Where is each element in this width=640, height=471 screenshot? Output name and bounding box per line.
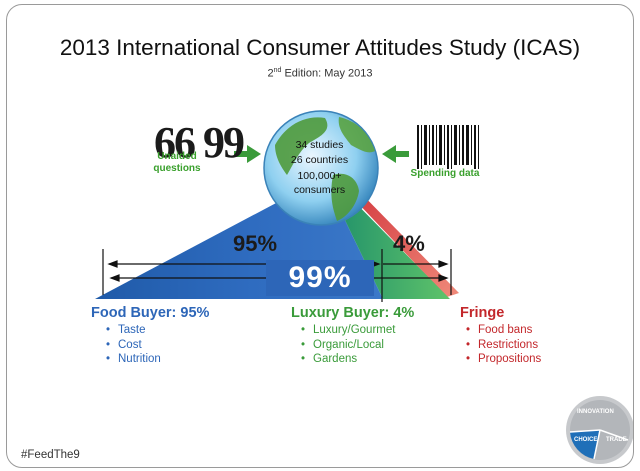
diagram-graphics (95, 110, 633, 464)
list-item: Restrictions (466, 338, 541, 353)
food-buyer-title: Food Buyer: 95% (91, 305, 210, 321)
arrow-right-icon (234, 145, 261, 163)
food-buyer-list: Taste Cost Nutrition (106, 323, 161, 367)
list-item: Food bans (466, 323, 541, 338)
globe-icon (263, 110, 379, 226)
footer-hashtag: #FeedThe9 (21, 449, 80, 461)
fringe-wedge (337, 181, 459, 297)
luxury-buyer-title: Luxury Buyer: 4% (291, 305, 415, 321)
barcode-icon (417, 125, 479, 169)
page-title: 2013 International Consumer Attitudes St… (59, 35, 581, 60)
luxury-buyer-wedge (328, 185, 450, 299)
globe-line-consumers: consumers (293, 184, 346, 196)
fringe-title: Fringe (460, 305, 505, 321)
badge-trade-label: TRADE (606, 437, 627, 443)
innovation-badge-graphic (566, 396, 633, 464)
luxury-percent: 4% (393, 231, 425, 256)
food-percent: 95% (233, 231, 278, 256)
list-item: Propositions (466, 352, 541, 367)
subtitle: 2nd Edition: May 2013 (267, 67, 373, 80)
badge-innovation-label: INNOVATION (577, 409, 614, 415)
luxury-buyer-list: Luxury/Gourmet Organic/Local Gardens (301, 323, 395, 367)
list-item: Taste (106, 323, 161, 338)
slide: 2013 International Consumer Attitudes St… (6, 4, 634, 468)
quote-marks-icon: 66 99 (154, 118, 245, 167)
badge-choice-label: CHOICE (574, 437, 598, 443)
spending-data-label: Spending data (410, 168, 480, 179)
fringe-list: Food bans Restrictions Propositions (466, 323, 541, 367)
list-item: Gardens (301, 352, 395, 367)
total-percent: 99% (266, 260, 374, 296)
globe-line-countries: 26 countries (290, 154, 349, 166)
list-item: Cost (106, 338, 161, 353)
globe-line-consumers-count: 100,000+ (297, 170, 342, 182)
list-item: Organic/Local (301, 338, 395, 353)
list-item: Nutrition (106, 352, 161, 367)
list-item: Luxury/Gourmet (301, 323, 395, 338)
globe-line-studies: 34 studies (295, 139, 344, 151)
arrow-left-icon (382, 145, 409, 163)
